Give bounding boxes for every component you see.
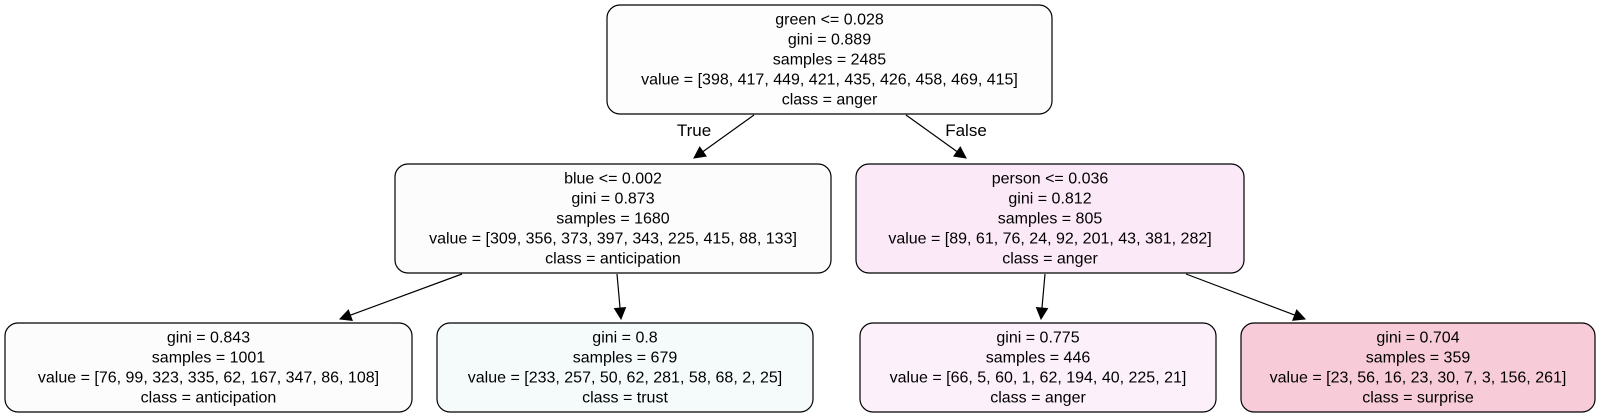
node-class: class = surprise [1362, 390, 1474, 407]
node-samples: samples = 679 [573, 350, 678, 367]
node-split-condition: blue <= 0.002 [564, 171, 662, 188]
node-box [1240, 322, 1596, 413]
node-value: value = [398, 417, 449, 421, 435, 426, 4… [641, 72, 1018, 89]
node-gini: gini = 0.889 [788, 32, 871, 49]
arrowhead-icon [1292, 309, 1307, 321]
tree-node-leaf-surprise: gini = 0.704 samples = 359 value = [23, 56… [1240, 322, 1596, 413]
node-box [4, 322, 413, 413]
node-class: class = anger [990, 390, 1086, 407]
edge-label-true: True [677, 121, 711, 140]
edge-label-false: False [945, 121, 987, 140]
node-value: value = [23, 56, 16, 23, 30, 7, 3, 156, … [1270, 370, 1567, 387]
edge-blue-split-to-leaf-anticipation [338, 273, 463, 321]
node-gini: gini = 0.704 [1376, 330, 1459, 347]
node-value: value = [233, 257, 50, 62, 281, 58, 68, … [468, 370, 782, 387]
edge-line [350, 273, 463, 316]
node-class: class = trust [582, 390, 668, 407]
arrowhead-icon [613, 307, 627, 321]
nodes-layer: green <= 0.028 gini = 0.889 samples = 2485… [4, 4, 1596, 413]
node-box [394, 163, 832, 274]
edge-line [1041, 273, 1046, 309]
tree-node-blue-split: blue <= 0.002 gini = 0.873 samples = 1680 v… [394, 163, 832, 274]
tree-node-root: green <= 0.028 gini = 0.889 samples = 2485… [606, 4, 1053, 115]
edge-line [702, 114, 755, 153]
edge-blue-split-to-leaf-trust [613, 273, 627, 321]
edge-root-to-blue-split: True [677, 114, 755, 159]
node-class: class = anger [782, 92, 878, 109]
arrowhead-icon [953, 146, 967, 159]
edge-person-split-to-leaf-anger [1035, 273, 1049, 321]
node-samples: samples = 1001 [152, 350, 266, 367]
node-class: class = anger [1002, 251, 1098, 268]
tree-node-leaf-anger: gini = 0.775 samples = 446 value = [66, 5,… [859, 322, 1217, 413]
arrowhead-icon [693, 146, 707, 159]
tree-node-leaf-trust: gini = 0.8 samples = 679 value = [233, 257… [436, 322, 814, 413]
arrowhead-icon [338, 309, 353, 321]
node-samples: samples = 805 [998, 211, 1103, 228]
node-samples: samples = 2485 [773, 52, 887, 69]
node-box [606, 4, 1053, 115]
node-samples: samples = 1680 [556, 211, 670, 228]
node-split-condition: person <= 0.036 [992, 171, 1109, 188]
node-value: value = [309, 356, 373, 397, 343, 225, 4… [429, 231, 797, 248]
edge-root-to-person-split: False [905, 114, 987, 159]
node-value: value = [66, 5, 60, 1, 62, 194, 40, 225,… [890, 370, 1187, 387]
tree-node-leaf-anticipation: gini = 0.843 samples = 1001 value = [76, 9… [4, 322, 413, 413]
node-class: class = anticipation [545, 251, 681, 268]
node-gini: gini = 0.873 [571, 191, 654, 208]
node-box [859, 322, 1217, 413]
tree-node-person-split: person <= 0.036 gini = 0.812 samples = 805… [855, 163, 1245, 274]
node-samples: samples = 446 [986, 350, 1091, 367]
arrowhead-icon [1035, 307, 1049, 321]
node-gini: gini = 0.843 [167, 330, 250, 347]
node-split-condition: green <= 0.028 [775, 12, 884, 29]
node-samples: samples = 359 [1366, 350, 1471, 367]
edges-layer: True False [338, 114, 1307, 321]
edge-line [616, 273, 621, 309]
node-gini: gini = 0.812 [1008, 191, 1091, 208]
node-gini: gini = 0.775 [996, 330, 1079, 347]
edge-person-split-to-leaf-surprise [1185, 273, 1307, 321]
node-box [855, 163, 1245, 274]
edge-line [1185, 273, 1295, 316]
node-value: value = [76, 99, 323, 335, 62, 167, 347,… [38, 370, 379, 387]
node-gini: gini = 0.8 [592, 330, 657, 347]
node-value: value = [89, 61, 76, 24, 92, 201, 43, 38… [888, 231, 1211, 248]
node-box [436, 322, 814, 413]
edge-line [905, 114, 958, 153]
node-class: class = anticipation [141, 390, 277, 407]
